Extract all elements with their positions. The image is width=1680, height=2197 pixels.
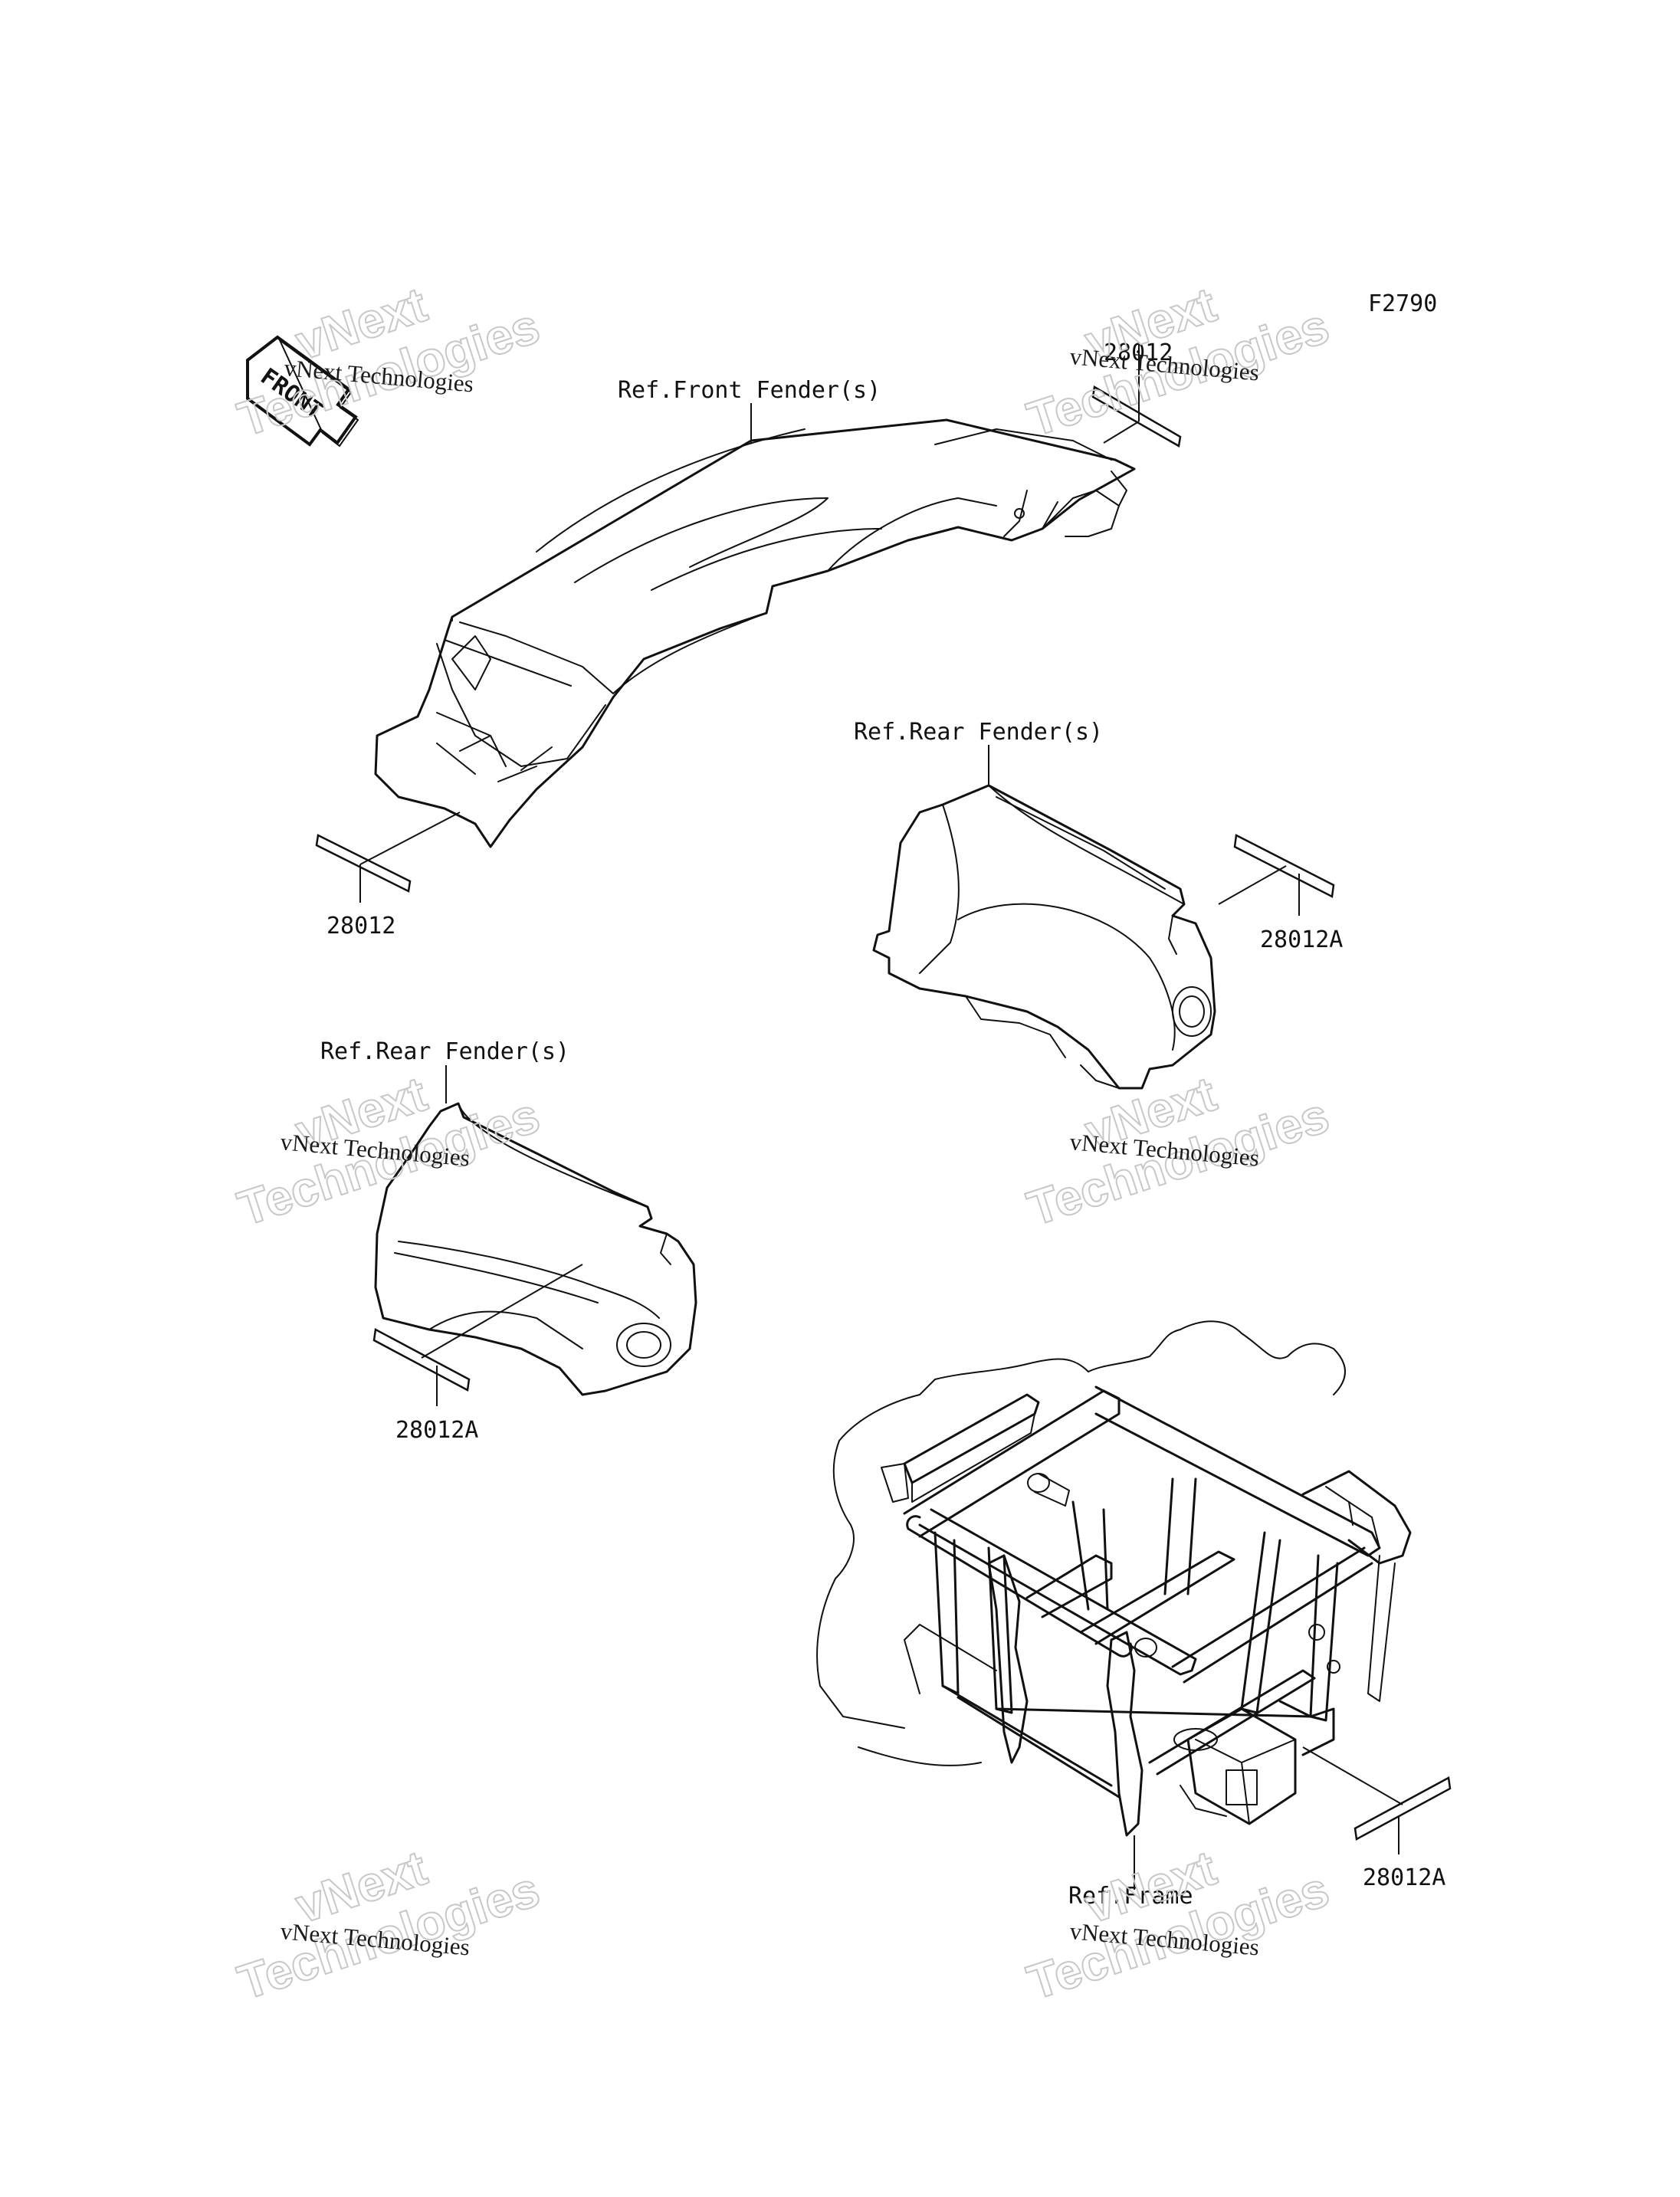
rear-fender-right-drawing	[872, 784, 1216, 1090]
decal-rear-left-number: 28012A	[395, 1417, 478, 1444]
front-fender-drawing	[374, 418, 1136, 848]
watermark-top-right: vNext Technologies vNext Technologies	[1020, 276, 1336, 448]
decal-top-number: 28012	[1104, 339, 1173, 366]
rear-fender-left-drawing	[374, 1102, 697, 1396]
decal-rear-left-leader	[421, 1264, 583, 1359]
decal-front-lower-leader	[359, 812, 461, 865]
rear-fender-right-label: Ref.Rear Fender(s)	[854, 719, 1103, 746]
decal-strip-rear-left	[372, 1328, 471, 1392]
decal-strip-rear-right	[1233, 834, 1335, 898]
frame-drawing	[816, 1320, 1412, 1837]
diagram-code: F2790	[1368, 290, 1437, 317]
decal-frame-leader	[1302, 1746, 1403, 1805]
decal-strip-frame	[1354, 1776, 1452, 1841]
decal-rear-right-leader	[1218, 865, 1287, 905]
front-arrow-icon: FRONT	[246, 335, 359, 448]
decal-top-leader-d	[1103, 421, 1140, 444]
decal-front-lower-number: 28012	[326, 913, 395, 939]
decal-frame-number: 28012A	[1363, 1864, 1445, 1891]
watermark-mid-right: vNext Technologies vNext Technologies	[1020, 1065, 1336, 1237]
watermark-bottom-left: vNext Technologies vNext Technologies	[231, 1839, 546, 2011]
rear-fender-left-label: Ref.Rear Fender(s)	[320, 1038, 569, 1065]
watermark-bottom-right: vNext Technologies vNext Technologies	[1020, 1839, 1336, 2011]
front-fender-label: Ref.Front Fender(s)	[618, 377, 881, 404]
decal-rear-right-number: 28012A	[1260, 926, 1343, 953]
frame-label: Ref.Frame	[1068, 1883, 1193, 1910]
decal-strip-top	[1091, 385, 1182, 448]
watermark-mid-left: vNext Technologies vNext Technologies	[231, 1065, 546, 1237]
